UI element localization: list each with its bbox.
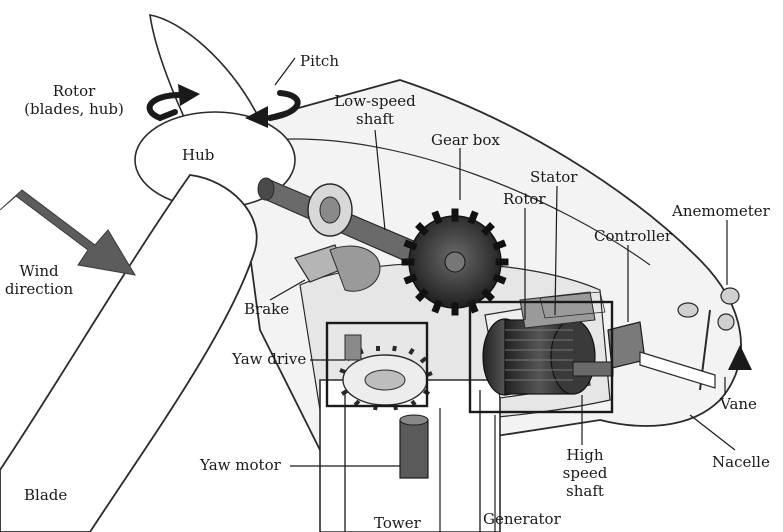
generator-label: Generator [483,510,561,528]
vane-label: Vane [720,395,757,413]
gear-box-label: Gear box [431,131,500,149]
main-blade [0,175,257,532]
tower-label: Tower [374,514,421,532]
pitch-label: Pitch [300,52,339,70]
blade-label: Blade [24,486,67,504]
generator-rotor-label: Rotor [503,190,546,208]
low-speed-shaft-label: Low-speed shaft [320,92,430,128]
yaw-drive-label: Yaw drive [232,350,306,368]
hub-label: Hub [182,146,214,164]
high-speed-label-line3: shaft [555,482,615,500]
rotor-label-line2: (blades, hub) [14,100,134,118]
wind-label-line2: direction [0,280,78,298]
low-speed-label-line2: shaft [320,110,430,128]
yaw-motor [400,420,428,478]
low-speed-label-line1: Low-speed [320,92,430,110]
high-speed-label-line2: speed [555,464,615,482]
wind-direction-label: Wind direction [0,262,78,298]
yaw-motor-label: Yaw motor [200,456,281,474]
brake-label: Brake [244,300,289,318]
rotor-label-line1: Rotor [14,82,134,100]
gearbox-gear [405,212,505,312]
anemometer-label: Anemometer [672,202,770,220]
controller-label: Controller [594,227,672,245]
rotor-label: Rotor (blades, hub) [14,82,134,118]
nacelle-label: Nacelle [712,453,770,471]
stator-label: Stator [530,168,577,186]
shaft-end [258,178,274,200]
wind-label-line1: Wind [0,262,78,280]
high-speed-shaft-label: High speed shaft [555,446,615,500]
high-speed-label-line1: High [555,446,615,464]
